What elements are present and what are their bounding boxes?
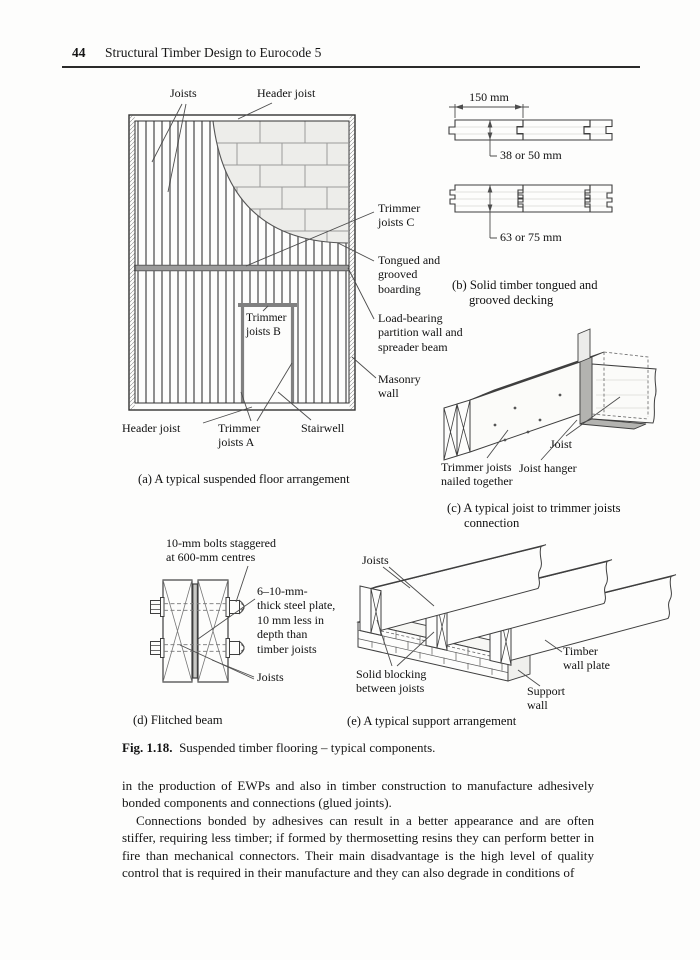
partition-beam bbox=[134, 264, 349, 272]
label-tongued-grooved-boarding: Tongued and grooved boarding bbox=[378, 253, 441, 296]
body-paragraph-1: in the production of EWPs and also in ti… bbox=[122, 778, 594, 811]
caption-d: (d) Flitched beam bbox=[133, 713, 223, 727]
trimmer-end-faces bbox=[443, 399, 471, 461]
flitched-leader-lines bbox=[179, 565, 256, 680]
caption-c: (c) A typical joist to trimmer joists co… bbox=[447, 501, 621, 530]
joist-connection-drawing bbox=[443, 328, 657, 461]
dim-thin-depth: 38 or 50 mm bbox=[500, 148, 562, 162]
label-timber-wall-plate: Timber wall plate bbox=[563, 644, 610, 673]
body-text: in the production of EWPs and also in ti… bbox=[122, 777, 594, 881]
flitched-beam-drawing bbox=[150, 565, 256, 683]
decking-drawing bbox=[448, 104, 613, 239]
label-joists-flitched: Joists bbox=[257, 670, 284, 684]
label-header-joist-top: Header joist bbox=[257, 86, 316, 100]
dim-thick-depth: 63 or 75 mm bbox=[500, 230, 562, 244]
floor-plan-drawing bbox=[128, 102, 377, 424]
label-support-wall: Support wall bbox=[527, 684, 566, 713]
label-trimmer-joists-b: Trimmer joists B bbox=[246, 312, 287, 338]
running-head-title: Structural Timber Design to Eurocode 5 bbox=[105, 45, 322, 60]
decking-dimensions bbox=[449, 104, 529, 239]
bolt-shaft-hidden-lines bbox=[164, 603, 226, 652]
figure-number: Fig. 1.18. bbox=[122, 740, 173, 755]
label-trimmer-joists-c: Trimmer joists C bbox=[378, 201, 421, 230]
label-bolts: 10-mm bolts staggered at 600-mm centres bbox=[166, 536, 276, 565]
support-leader-lines bbox=[376, 566, 563, 687]
figure-caption: Fig. 1.18. Suspended timber flooring – t… bbox=[122, 740, 602, 756]
label-stairwell: Stairwell bbox=[301, 421, 345, 435]
label-steel-plate: 6–10-mm- thick steel plate, 10 mm less i… bbox=[257, 584, 336, 656]
label-header-joist-bottom: Header joist bbox=[122, 421, 181, 435]
stairwell-opening bbox=[238, 303, 297, 403]
connection-leader-lines bbox=[486, 396, 621, 461]
caption-b: (b) Solid timber tongued and grooved dec… bbox=[452, 278, 598, 307]
nail-dots bbox=[493, 393, 562, 442]
joist-beam bbox=[591, 363, 657, 424]
label-joists-plan: Joists bbox=[170, 86, 197, 100]
label-partition-wall: Load-bearing partition wall and spreader… bbox=[378, 311, 463, 354]
label-trimmer-joists-nailed: Trimmer joists nailed together bbox=[441, 460, 513, 489]
body-paragraph-2: Connections bonded by adhesives can resu… bbox=[122, 812, 594, 881]
label-joist-hanger: Joist hanger bbox=[519, 461, 577, 475]
label-trimmer-joists-a: Trimmer joists A bbox=[218, 421, 261, 450]
support-arrangement-drawing bbox=[356, 544, 677, 687]
thick-boards bbox=[449, 184, 613, 213]
page-number: 44 bbox=[72, 45, 86, 60]
hidden-lines bbox=[591, 351, 649, 420]
label-solid-blocking: Solid blocking between joists bbox=[356, 667, 427, 696]
bolts bbox=[150, 597, 245, 658]
label-joists-support: Joists bbox=[362, 553, 389, 567]
joist-lines bbox=[137, 121, 347, 403]
caption-a: (a) A typical suspended floor arrangemen… bbox=[138, 472, 350, 486]
caption-e: (e) A typical support arrangement bbox=[347, 714, 517, 728]
joist-cross-bracing bbox=[162, 579, 229, 683]
plan-leader-lines bbox=[151, 102, 377, 424]
label-joist: Joist bbox=[550, 437, 573, 451]
label-masonry-wall: Masonry wall bbox=[378, 372, 421, 401]
header-rule bbox=[62, 66, 640, 68]
joist-hanger bbox=[579, 356, 647, 430]
figure-caption-text: Suspended timber flooring – typical comp… bbox=[179, 740, 436, 755]
dim-board-width: 150 mm bbox=[469, 90, 509, 104]
thin-boards bbox=[448, 119, 613, 141]
